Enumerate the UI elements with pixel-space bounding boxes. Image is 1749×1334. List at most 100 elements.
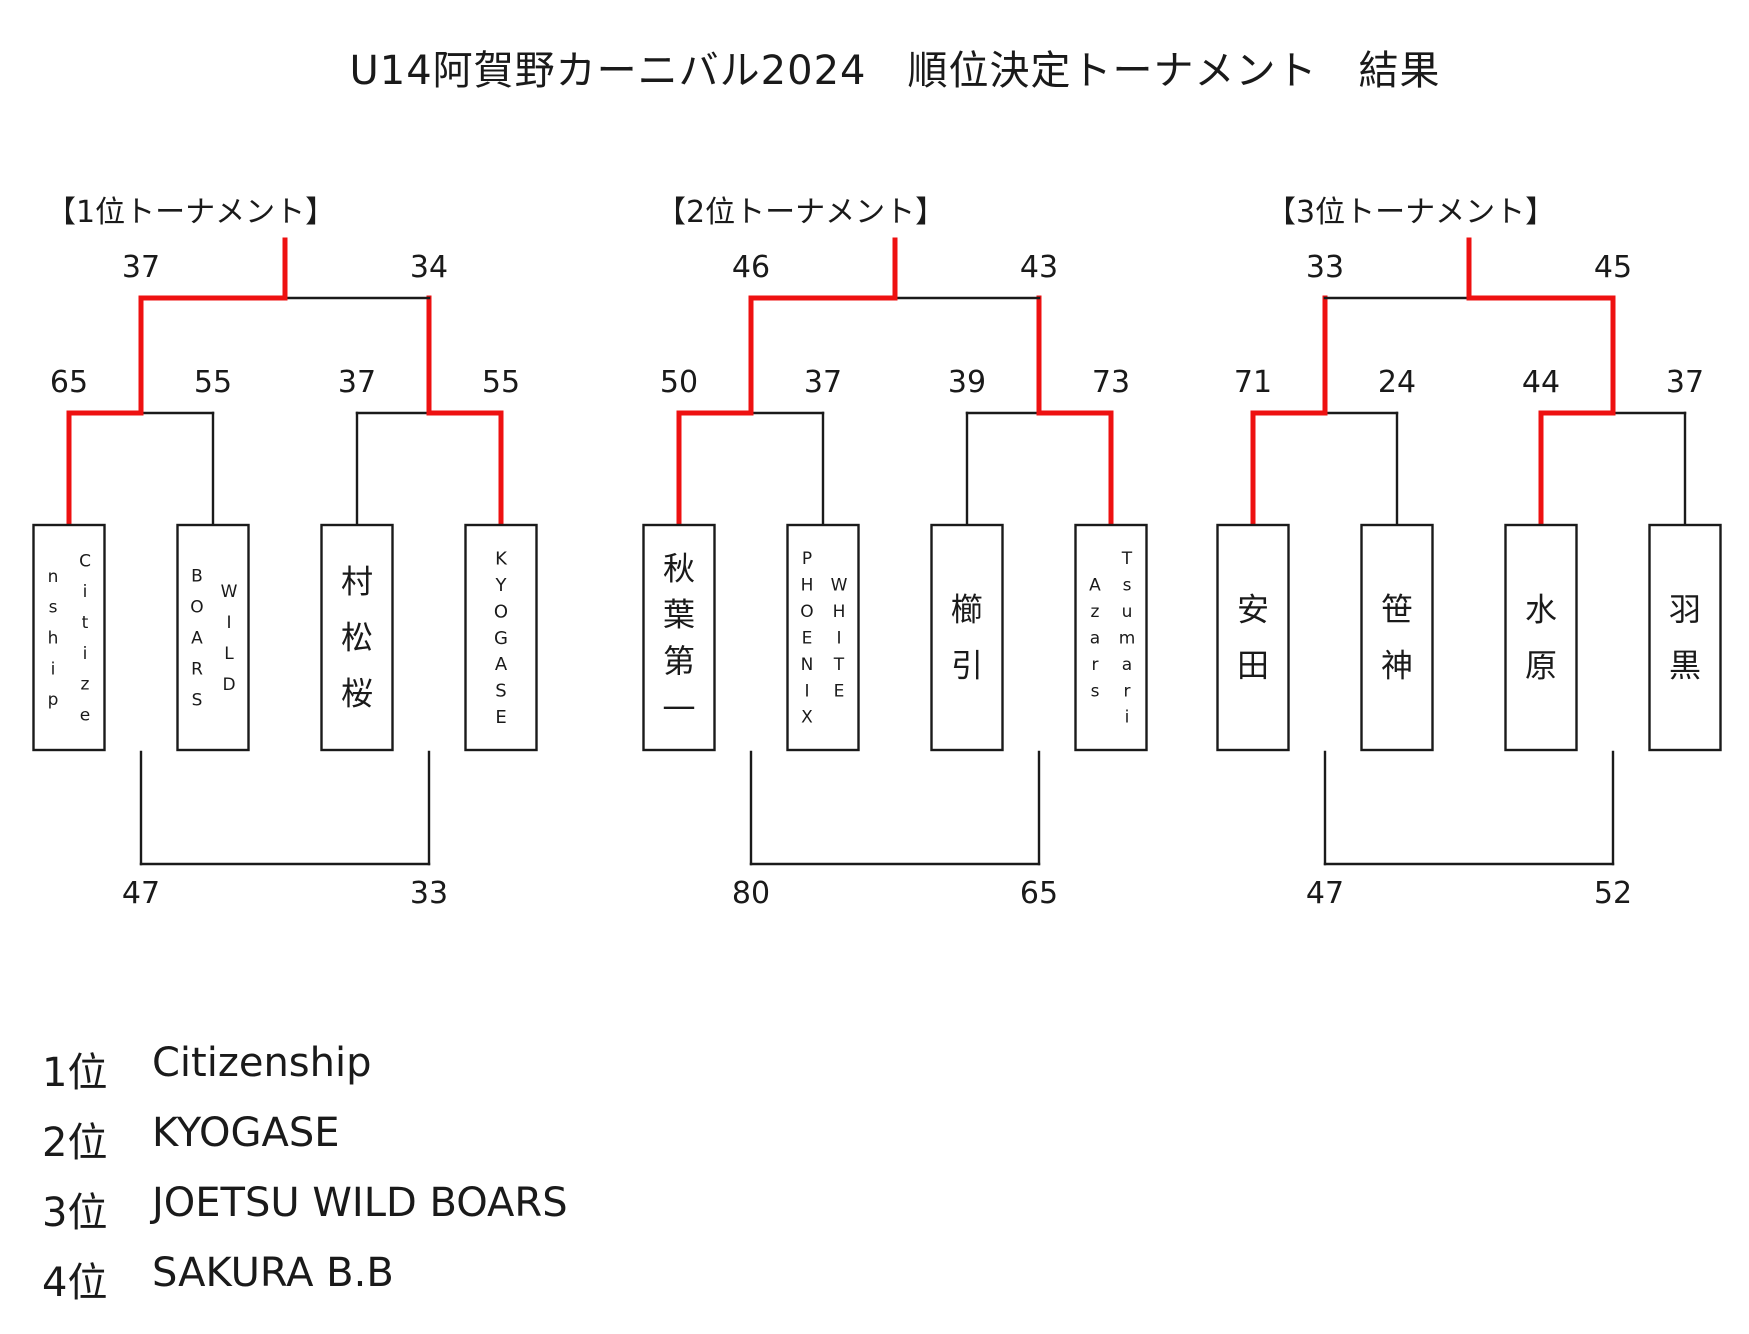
score-label: 65 — [50, 365, 88, 400]
team-name-char: 桜 — [341, 675, 373, 713]
team-name-char: i — [83, 582, 88, 602]
team-name-char: s — [1123, 576, 1132, 596]
team-name-char: C — [79, 551, 91, 571]
team-box — [1648, 523, 1722, 752]
team-name-char: K — [495, 549, 508, 570]
team-box — [1216, 523, 1290, 752]
team-name-char: 羽 — [1669, 591, 1701, 629]
score-label: 46 — [732, 250, 770, 285]
score-label: 52 — [1594, 876, 1632, 911]
team-box — [786, 523, 860, 752]
team-name-char: A — [495, 654, 508, 675]
team-name-char: 葉 — [663, 596, 695, 634]
team-name-char: 田 — [1237, 647, 1269, 685]
team-name-char: a — [1122, 655, 1132, 675]
team-name-char: 黒 — [1669, 647, 1701, 685]
team-name-char: H — [801, 576, 814, 596]
standing-row: 2位 KYOGASE — [42, 1110, 568, 1180]
team-name-char: D — [222, 675, 235, 695]
score-label: 33 — [410, 876, 448, 911]
team-name-char: e — [80, 706, 90, 726]
score-label: 71 — [1234, 365, 1272, 400]
score-label: 80 — [732, 876, 770, 911]
score-label: 37 — [338, 365, 376, 400]
team-name-char: Y — [495, 575, 508, 596]
team-name-char: s — [1091, 681, 1100, 701]
team-name-char: O — [800, 602, 813, 622]
team-name-char: 安 — [1237, 591, 1269, 629]
team-name-char: u — [1122, 602, 1133, 622]
bracket-label: 【1位トーナメント】 — [46, 195, 335, 230]
team-name-char: z — [81, 675, 90, 695]
standing-row: 4位 SAKURA B.B — [42, 1250, 568, 1320]
score-label: 39 — [948, 365, 986, 400]
team-box — [464, 523, 538, 752]
team-name-char: 松 — [341, 619, 373, 657]
team-name-char: L — [224, 644, 234, 664]
team-name-char: O — [190, 597, 203, 617]
team-name-char: 村 — [341, 563, 373, 601]
team-name-char: W — [221, 582, 238, 602]
standing-team: KYOGASE — [152, 1110, 340, 1156]
standing-team: JOETSU WILD BOARS — [152, 1180, 568, 1226]
team-box — [930, 523, 1004, 752]
team-name-char: E — [495, 707, 506, 728]
page-title: U14阿賀野カーニバル2024 順位決定トーナメント 結果 — [349, 48, 1441, 94]
score-label: 45 — [1594, 250, 1632, 285]
standing-rank: 3位 — [42, 1190, 108, 1236]
team-name-char: I — [226, 613, 231, 633]
score-label: 50 — [660, 365, 698, 400]
score-label: 37 — [1666, 365, 1704, 400]
team-name-char: P — [802, 549, 812, 569]
team-name-char: N — [801, 655, 814, 675]
score-label: 43 — [1020, 250, 1058, 285]
score-label: 24 — [1378, 365, 1416, 400]
score-label: 34 — [410, 250, 448, 285]
final-standings: 1位 Citizenship 2位 KYOGASE 3位 JOETSU WILD… — [42, 1040, 568, 1320]
bracket-label: 【2位トーナメント】 — [656, 195, 945, 230]
team-name-char: S — [495, 681, 506, 702]
team-box — [1360, 523, 1434, 752]
team-box — [1074, 523, 1148, 752]
team-name-char: h — [48, 628, 59, 648]
team-name-char: E — [802, 628, 813, 648]
team-name-char: p — [48, 690, 59, 710]
team-name-char: T — [1121, 549, 1133, 569]
team-name-char: 引 — [951, 647, 983, 685]
score-label: 47 — [122, 876, 160, 911]
team-name-char: W — [831, 576, 848, 596]
team-name-char: i — [83, 644, 88, 664]
team-name-char: s — [49, 598, 58, 618]
team-box — [642, 523, 716, 752]
standing-row: 1位 Citizenship — [42, 1040, 568, 1110]
team-name-char: 笹 — [1381, 591, 1413, 629]
score-label: 37 — [122, 250, 160, 285]
team-name-char: A — [191, 628, 203, 648]
standing-rank: 1位 — [42, 1050, 108, 1096]
score-label: 65 — [1020, 876, 1058, 911]
team-name-char: i — [51, 659, 56, 679]
score-label: 55 — [194, 365, 232, 400]
team-name-char: A — [1089, 576, 1101, 596]
team-name-char: 第 — [663, 642, 695, 680]
standing-team: SAKURA B.B — [152, 1250, 394, 1296]
team-box — [176, 523, 250, 752]
score-label: 73 — [1092, 365, 1130, 400]
team-name-char: z — [1091, 602, 1100, 622]
team-name-char: I — [804, 681, 809, 701]
team-name-char: S — [192, 690, 203, 710]
team-name-char: G — [494, 628, 508, 649]
score-label: 37 — [804, 365, 842, 400]
team-box — [1504, 523, 1578, 752]
team-name-char: B — [191, 566, 203, 586]
team-name-char: 秋 — [663, 549, 695, 587]
standing-rank: 4位 — [42, 1260, 108, 1306]
team-name-char: r — [1124, 681, 1131, 701]
team-name-char: 水 — [1525, 591, 1557, 629]
team-name-char: 神 — [1381, 647, 1413, 685]
team-box — [320, 523, 394, 752]
team-name-char: E — [834, 681, 845, 701]
score-label: 33 — [1306, 250, 1344, 285]
standing-row: 3位 JOETSU WILD BOARS — [42, 1180, 568, 1250]
